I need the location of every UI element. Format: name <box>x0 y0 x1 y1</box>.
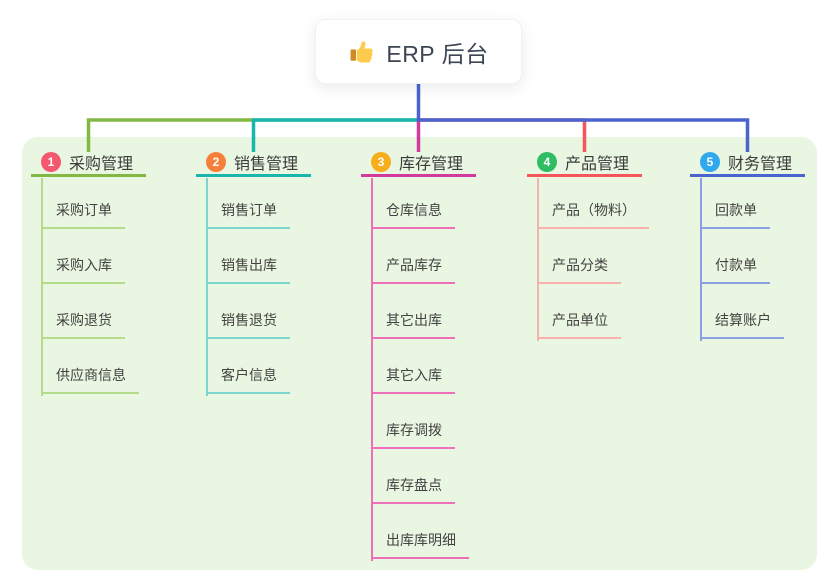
child-node-inventory-3[interactable]: 其它入库 <box>371 365 455 394</box>
child-node-inventory-0[interactable]: 仓库信息 <box>371 200 455 229</box>
branch-number-badge: 5 <box>700 152 720 172</box>
branch-number-badge: 2 <box>206 152 226 172</box>
child-node-inventory-2[interactable]: 其它出库 <box>371 310 455 339</box>
child-node-sales-3[interactable]: 客户信息 <box>206 365 290 394</box>
branches-background-panel <box>22 137 817 570</box>
child-rail-inventory <box>371 178 373 561</box>
root-node[interactable]: ERP 后台 <box>315 19 522 84</box>
child-node-purchase-2[interactable]: 采购退货 <box>41 310 125 339</box>
child-node-product-0[interactable]: 产品（物料） <box>537 200 649 229</box>
thumbs-up-icon <box>350 41 373 63</box>
child-node-product-2[interactable]: 产品单位 <box>537 310 621 339</box>
branch-title: 库存管理 <box>399 156 464 173</box>
child-node-product-1[interactable]: 产品分类 <box>537 255 621 284</box>
child-node-purchase-3[interactable]: 供应商信息 <box>41 365 139 394</box>
child-node-finance-2[interactable]: 结算账户 <box>700 310 784 339</box>
child-rail-sales <box>206 178 208 396</box>
branch-header-finance[interactable]: 5 财务管理 <box>690 150 805 177</box>
branch-header-product[interactable]: 4 产品管理 <box>527 150 642 177</box>
child-node-finance-0[interactable]: 回款单 <box>700 200 770 229</box>
child-node-inventory-5[interactable]: 库存盘点 <box>371 475 455 504</box>
branch-number-badge: 3 <box>371 152 391 172</box>
child-node-inventory-6[interactable]: 出库库明细 <box>371 530 469 559</box>
branch-number-badge: 4 <box>537 152 557 172</box>
child-node-inventory-4[interactable]: 库存调拨 <box>371 420 455 449</box>
child-node-purchase-0[interactable]: 采购订单 <box>41 200 125 229</box>
child-node-inventory-1[interactable]: 产品库存 <box>371 255 455 284</box>
child-node-sales-0[interactable]: 销售订单 <box>206 200 290 229</box>
branch-title: 产品管理 <box>565 156 630 173</box>
child-rail-product <box>537 178 539 341</box>
branch-title: 销售管理 <box>234 156 299 173</box>
child-node-sales-1[interactable]: 销售出库 <box>206 255 290 284</box>
branch-title: 采购管理 <box>69 156 134 173</box>
branch-header-inventory[interactable]: 3 库存管理 <box>361 150 476 177</box>
branch-number-badge: 1 <box>41 152 61 172</box>
child-rail-finance <box>700 178 702 341</box>
branch-title: 财务管理 <box>728 156 793 173</box>
child-node-sales-2[interactable]: 销售退货 <box>206 310 290 339</box>
root-title: ERP 后台 <box>386 40 489 67</box>
branch-header-sales[interactable]: 2 销售管理 <box>196 150 311 177</box>
branch-header-purchase[interactable]: 1 采购管理 <box>31 150 146 177</box>
child-node-finance-1[interactable]: 付款单 <box>700 255 770 284</box>
child-rail-purchase <box>41 178 43 396</box>
child-node-purchase-1[interactable]: 采购入库 <box>41 255 125 284</box>
